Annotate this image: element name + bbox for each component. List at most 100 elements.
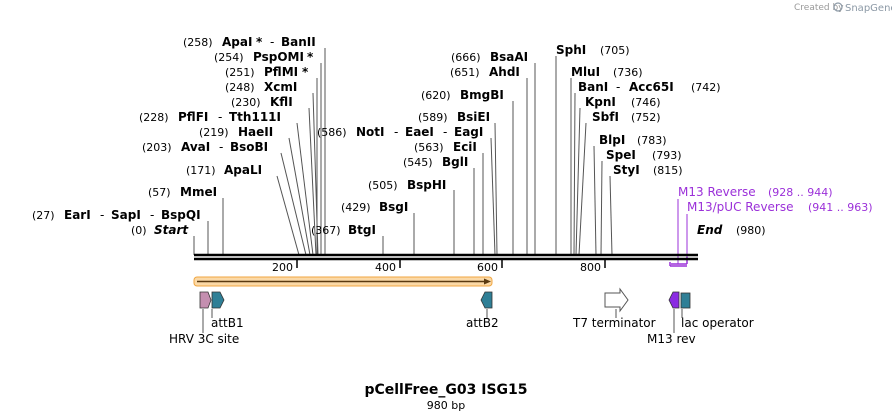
tick-label: 400	[375, 261, 396, 274]
site-position: (815)	[653, 164, 683, 177]
snapgene-logo-icon	[833, 2, 843, 12]
branding-created-by: Created by	[794, 3, 844, 13]
site-736[interactable]: MluI (736)	[571, 65, 643, 79]
enzyme-name: Tth111I	[229, 110, 281, 124]
site-258[interactable]: (258) ApaI * - BanII	[183, 35, 316, 49]
enzyme-name: BsgI	[379, 200, 408, 214]
enzyme-name: ApaLI	[224, 163, 262, 177]
end-position: (980)	[736, 224, 766, 237]
restriction-sites: (258) ApaI * - BanII (254) PspOMI * (251…	[32, 35, 721, 237]
primer-range: (941 .. 963)	[808, 201, 873, 214]
feature-label-m13-rev: M13 rev	[647, 332, 696, 346]
enzyme-name: BspQI	[161, 208, 201, 222]
site-251[interactable]: (251) PflMI *	[225, 65, 309, 79]
site-position: (367)	[311, 224, 341, 237]
site-position: (258)	[183, 36, 213, 49]
site-203[interactable]: (203) AvaI - BsoBI	[142, 140, 268, 154]
site-position: (589)	[418, 111, 448, 124]
site-position: (505)	[368, 179, 398, 192]
site-752[interactable]: SbfI (752)	[592, 110, 661, 124]
enzyme-name: XcmI	[264, 80, 297, 94]
m13-rev-feature-icon[interactable]	[668, 291, 680, 309]
features: attB1 HRV 3C site attB2 T7 terminator la…	[169, 287, 754, 346]
primer-name: M13 Reverse	[678, 185, 756, 199]
enzyme-name: BsoBI	[230, 140, 268, 154]
site-position: (586)	[317, 126, 347, 139]
enzyme-name: EarI	[64, 208, 91, 222]
site-254[interactable]: (254) PspOMI *	[214, 50, 314, 64]
site-367[interactable]: (367) BtgI	[311, 223, 376, 237]
site-position: (793)	[652, 149, 682, 162]
primer-m13-reverse[interactable]: M13 Reverse (928 .. 944)	[678, 185, 833, 199]
star-activity-marker: *	[302, 65, 309, 79]
primer-arrow-m13-puc-reverse	[669, 262, 687, 267]
site-651[interactable]: (651) AhdI	[450, 65, 520, 79]
site-position: (57)	[148, 186, 171, 199]
hrv-3c-site-feature-icon[interactable]	[199, 291, 212, 309]
enzyme-name: AhdI	[489, 65, 520, 79]
t7-terminator-feature-icon[interactable]	[604, 287, 629, 313]
enzyme-name: BsiEI	[457, 110, 490, 124]
site-position: (171)	[186, 164, 216, 177]
site-57[interactable]: (57) MmeI	[148, 185, 217, 199]
enzyme-name: EagI	[454, 125, 483, 139]
primer-m13-puc-reverse[interactable]: M13/pUC Reverse (941 .. 963)	[687, 200, 873, 214]
tick-label: 800	[580, 261, 601, 274]
feature-label-attb2: attB2	[466, 316, 499, 330]
site-620[interactable]: (620) BmgBI	[421, 88, 504, 102]
map-length: 980 bp	[427, 399, 465, 412]
site-position: (248)	[225, 81, 255, 94]
site-248[interactable]: (248) XcmI	[225, 80, 297, 94]
site-793[interactable]: SpeI (793)	[606, 148, 682, 162]
enzyme-separator: -	[219, 140, 223, 154]
enzyme-separator: -	[270, 35, 274, 49]
site-705[interactable]: SphI (705)	[556, 43, 630, 57]
attb1-feature-icon[interactable]	[211, 291, 225, 309]
start-label: Start	[154, 223, 189, 237]
site-position: (219)	[199, 126, 229, 139]
site-589[interactable]: (589) BsiEI	[418, 110, 490, 124]
enzyme-name: BsaAI	[490, 50, 528, 64]
site-228[interactable]: (228) PflFI - Tth111I	[139, 110, 281, 124]
site-171[interactable]: (171) ApaLI	[186, 163, 262, 177]
site-545[interactable]: (545) BglI	[403, 155, 468, 169]
site-815[interactable]: StyI (815)	[613, 163, 683, 177]
site-746[interactable]: KpnI (746)	[585, 95, 661, 109]
end-label: End	[697, 223, 723, 237]
enzyme-name: EaeI	[405, 125, 434, 139]
site-position: (651)	[450, 66, 480, 79]
enzyme-name: BmgBI	[460, 88, 504, 102]
primers: M13 Reverse (928 .. 944) M13/pUC Reverse…	[669, 185, 873, 267]
enzyme-name: BglI	[442, 155, 468, 169]
site-563[interactable]: (563) EciI	[414, 140, 477, 154]
site-219[interactable]: (219) HaeII	[199, 125, 273, 139]
site-742[interactable]: BanI - Acc65I (742)	[578, 80, 721, 94]
attb2-feature-icon[interactable]	[480, 291, 493, 309]
site-position: (742)	[691, 81, 721, 94]
site-position: (752)	[631, 111, 661, 124]
enzyme-name: EciI	[453, 140, 477, 154]
site-position: (563)	[414, 141, 444, 154]
enzyme-separator: -	[218, 110, 222, 124]
orf-bar[interactable]	[193, 276, 493, 287]
lac-operator-feature-icon[interactable]	[680, 292, 691, 309]
site-27[interactable]: (27) EarI - SapI - BspQI	[32, 208, 201, 222]
site-505[interactable]: (505) BspHI	[368, 178, 446, 192]
site-783[interactable]: BlpI (783)	[599, 133, 667, 147]
star-activity-marker: *	[256, 35, 263, 49]
enzyme-name: BlpI	[599, 133, 625, 147]
site-position: (620)	[421, 89, 451, 102]
site-666[interactable]: (666) BsaAI	[451, 50, 528, 64]
enzyme-name: KpnI	[585, 95, 616, 109]
enzyme-name: BanI	[578, 80, 608, 94]
feature-label-attb1: attB1	[211, 316, 244, 330]
site-position: (203)	[142, 141, 172, 154]
site-586[interactable]: (586) NotI - EaeI - EagI	[317, 125, 483, 139]
enzyme-name: MluI	[571, 65, 600, 79]
enzyme-separator: -	[443, 125, 447, 139]
site-429[interactable]: (429) BsgI	[341, 200, 408, 214]
enzyme-name: PflMI	[264, 65, 298, 79]
site-position: (705)	[600, 44, 630, 57]
start-position: (0)	[131, 224, 147, 237]
site-230[interactable]: (230) KflI	[231, 95, 293, 109]
